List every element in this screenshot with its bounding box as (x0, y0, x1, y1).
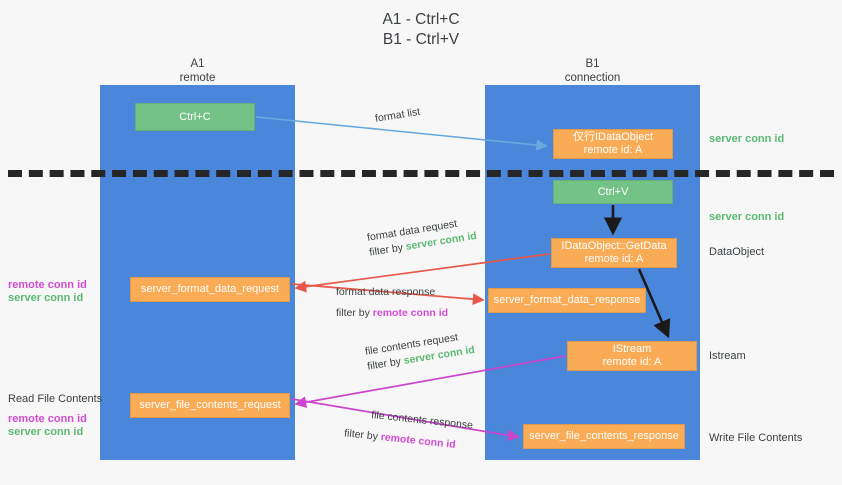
node-getdata-label: IDataObject::GetData (561, 240, 667, 252)
node-server-file-contents-request[interactable]: server_file_contents_request (130, 393, 290, 418)
filter-prefix: filter by (343, 427, 382, 444)
phase-divider (8, 170, 834, 177)
edge-label-format-list-text: format list (374, 105, 421, 125)
left-annotation-server-conn-id-bottom: server conn id (8, 426, 84, 438)
edge-label-format-data-response-filter: filter by remote conn id (336, 306, 448, 321)
node-ctrl-v-label: Ctrl+V (597, 185, 629, 198)
node-istream[interactable]: IStream remote id: A (567, 341, 697, 371)
node-ctrl-v[interactable]: Ctrl+V (553, 180, 673, 204)
lane-a1-name: A1 (190, 58, 205, 70)
node-ctrl-c-label: Ctrl+C (179, 110, 211, 123)
node-server-file-contents-request-label: server_file_contents_request (139, 399, 281, 411)
node-istream-sub: remote id: A (602, 356, 662, 368)
left-annotation-remote-conn-id-bottom: remote conn id (8, 413, 87, 425)
right-annotation-server-conn-id-second: server conn id (709, 211, 785, 223)
lane-header-b1: B1 connection (485, 57, 700, 85)
edge-label-format-data-response: format data response filter by remote co… (336, 285, 448, 321)
edge-label-file-contents-request: file contents request filter by server c… (364, 328, 476, 375)
left-annotation-read-file-contents: Read File Contents (8, 393, 103, 405)
edge-label-format-data-request: format data request filter by server con… (366, 214, 478, 261)
right-annotation-dataobject: DataObject (709, 246, 765, 258)
node-idataobject[interactable]: 仅行IDataObject remote id: A (553, 129, 673, 159)
node-server-format-data-response-label: server_format_data_response (493, 294, 641, 306)
lane-header-a1: A1 remote (100, 57, 295, 85)
right-annotation-server-conn-id-top: server conn id (709, 133, 785, 145)
filter-value: remote conn id (380, 431, 457, 451)
lane-b1-name: B1 (585, 58, 600, 70)
right-annotation-write-file-contents: Write File Contents (709, 432, 803, 444)
page-title: A1 - Ctrl+C B1 - Ctrl+V (0, 10, 842, 50)
node-ctrl-c[interactable]: Ctrl+C (135, 103, 255, 131)
lane-b1-subtitle: connection (564, 72, 621, 84)
filter-prefix: filter by (336, 307, 373, 319)
node-server-file-contents-response-label: server_file_contents_response (529, 430, 679, 442)
filter-value: remote conn id (372, 307, 449, 319)
right-annotation-istream: Istream (709, 350, 746, 362)
lane-a1-subtitle: remote (179, 72, 216, 84)
node-getdata-sub: remote id: A (584, 253, 644, 265)
edge-label-format-data-response-text: format data response (336, 286, 436, 298)
node-getdata[interactable]: IDataObject::GetData remote id: A (551, 238, 677, 268)
node-server-file-contents-response[interactable]: server_file_contents_response (523, 424, 685, 449)
left-annotation-server-conn-id-top: server conn id (8, 292, 84, 304)
left-annotation-remote-conn-id-top: remote conn id (8, 279, 87, 291)
edge-label-format-list: format list (374, 105, 421, 127)
node-istream-label: IStream (612, 343, 652, 355)
node-idataobject-sub: remote id: A (583, 144, 643, 156)
node-idataobject-label: 仅行IDataObject (572, 131, 654, 143)
node-server-format-data-request[interactable]: server_format_data_request (130, 277, 290, 302)
node-server-format-data-response[interactable]: server_format_data_response (488, 288, 646, 313)
edge-label-file-contents-response: file contents response filter by remote … (344, 408, 474, 454)
node-server-format-data-request-label: server_format_data_request (140, 283, 280, 295)
title-line-2: B1 - Ctrl+V (382, 31, 460, 48)
title-line-1: A1 - Ctrl+C (382, 11, 460, 28)
